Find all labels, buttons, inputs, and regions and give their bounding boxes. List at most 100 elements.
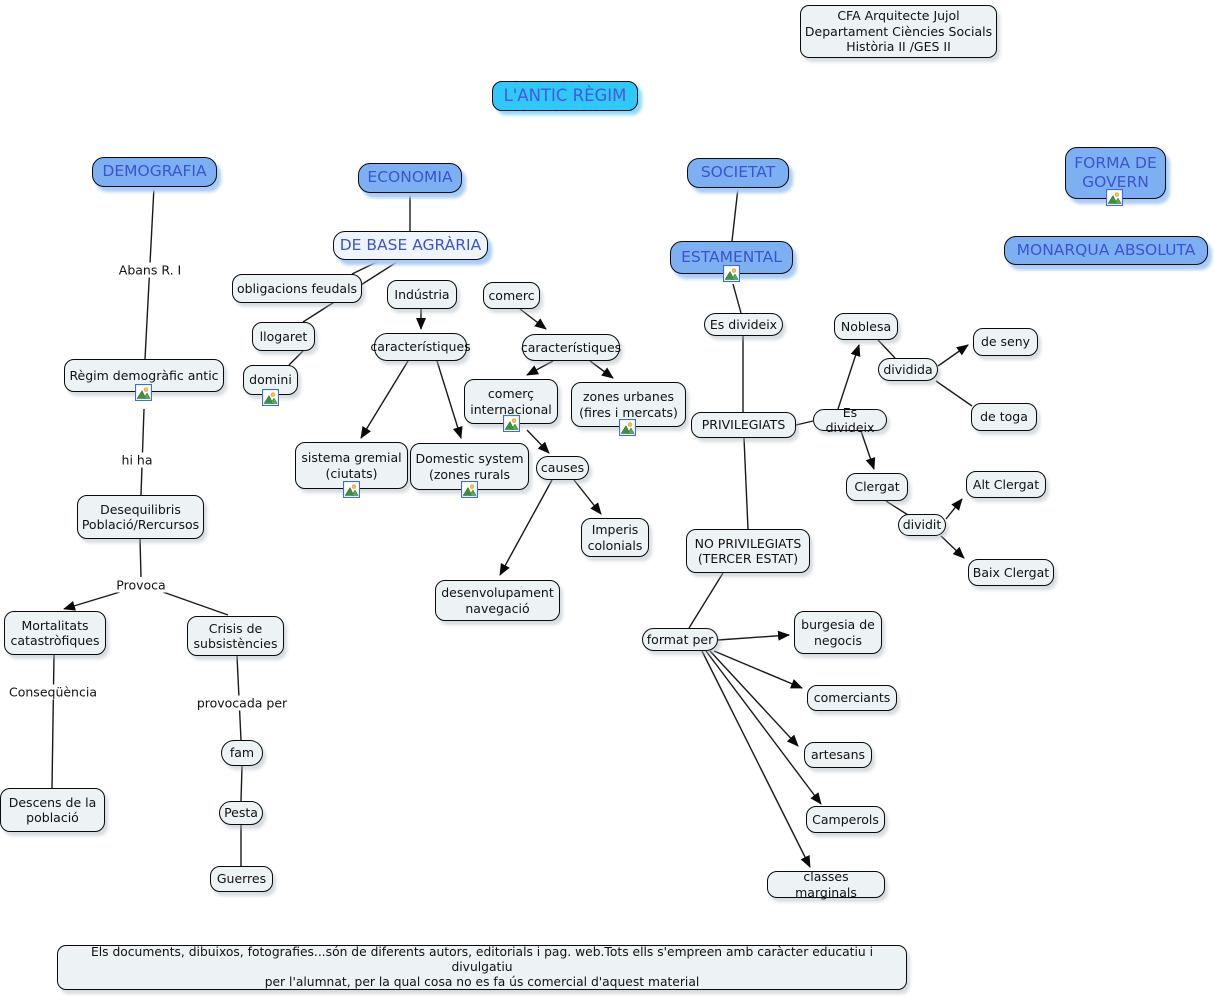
node-label: Crisis de subsistències [193,620,278,652]
image-resource-icon[interactable] [1105,188,1124,207]
node-es-divideix-estamental[interactable]: Es divideix [704,313,783,336]
edge-label-provocada-per[interactable]: provocada per [193,695,291,711]
node-burgesia-negocis[interactable]: burgesia de negocis [794,611,882,654]
node-label: Alt Clergat [972,476,1040,492]
node-label: classes marginals [795,869,857,900]
node-pesta[interactable]: Pesta [219,801,263,825]
node-societat[interactable]: SOCIETAT [687,158,789,188]
node-artesans[interactable]: artesans [804,742,872,768]
node-guerres[interactable]: Guerres [210,866,273,892]
image-resource-icon[interactable] [460,480,479,499]
node-imperis-colonials[interactable]: Imperis colonials [581,518,649,557]
node-label: format per [646,631,714,647]
node-label: de seny [980,334,1031,350]
node-camperols[interactable]: Camperols [806,806,885,833]
node-monarqua-absoluta[interactable]: MONARQUA ABSOLUTA [1004,236,1208,265]
node-dividit[interactable]: dividit [898,514,946,536]
node-de-base-agraria[interactable]: DE BASE AGRÀRIA [333,231,488,260]
node-alt-clergat[interactable]: Alt Clergat [966,471,1046,498]
node-label: Es divideix [825,404,875,436]
node-label: artesans [811,747,865,763]
node-economia[interactable]: ECONOMIA [358,163,462,193]
node-label: Indústria [394,286,450,302]
edge-label-hi-ha[interactable]: hi ha [118,452,156,468]
node-industria[interactable]: Indústria [387,280,457,309]
image-resource-icon[interactable] [618,418,637,437]
footer-disclaimer-box[interactable]: Els documents, dibuixos, fotografies...s… [57,945,907,990]
node-caracteristiques-industria[interactable]: característiques [370,333,471,361]
node-label: SOCIETAT [700,163,776,182]
node-label: característiques [370,339,471,355]
header-credits-label: CFA Arquitecte Jujol Departament Cièncie… [804,8,993,55]
node-comerciants[interactable]: comerciants [807,685,897,711]
node-classes-marginals[interactable]: classes marginals [767,869,885,900]
node-de-seny[interactable]: de seny [973,328,1038,356]
node-label: comerç internacional [470,386,552,417]
node-no-privilegiats[interactable]: NO PRIVILEGIATS (TERCER ESTAT) [686,529,810,573]
node-label: de toga [980,409,1028,425]
node-label: desenvolupament navegació [441,585,554,616]
node-es-divideix-privilegiats[interactable]: Es divideix [813,405,887,435]
node-label: Guerres [216,871,267,887]
node-label: Pesta [224,805,258,821]
node-descens-poblacio[interactable]: Descens de la població [0,788,105,832]
header-credits-box[interactable]: CFA Arquitecte Jujol Departament Cièncie… [800,5,997,58]
node-label: sistema gremial (ciutats) [301,450,402,481]
node-obligacions-feudals[interactable]: obligacions feudals [232,274,362,303]
node-domestic-system[interactable]: Domestic system (zones rurals [410,443,529,490]
node-label: causes [540,460,585,476]
node-noblesa[interactable]: Noblesa [834,313,898,340]
node-desenvolupament-navegacio[interactable]: desenvolupament navegació [435,580,560,621]
edge-label-provoca[interactable]: Provoca [113,577,169,593]
node-llogaret[interactable]: llogaret [252,322,315,351]
node-label: fam [229,745,255,761]
node-baix-clergat[interactable]: Baix Clergat [968,559,1054,586]
node-label: ECONOMIA [367,168,453,187]
image-resource-icon[interactable] [502,414,521,433]
image-resource-icon[interactable] [722,264,741,283]
node-label: burgesia de negocis [801,617,875,648]
node-label: llogaret [259,328,308,344]
node-label: PRIVILEGIATS [701,417,786,433]
node-mortalitats-catastrofiques[interactable]: Mortalitats catastròfiques [4,611,106,655]
node-de-toga[interactable]: de toga [971,403,1037,431]
node-label: Descens de la població [8,794,97,826]
node-crisis-subsistencies[interactable]: Crisis de subsistències [187,616,284,656]
edge-label-abans-r-i[interactable]: Abans R. I [115,262,185,278]
image-resource-icon[interactable] [134,383,153,402]
node-label: DE BASE AGRÀRIA [339,235,482,254]
node-caracteristiques-comerc[interactable]: característiques [521,334,621,361]
node-fam[interactable]: fam [221,740,263,766]
node-label: MONARQUA ABSOLUTA [1016,240,1196,259]
image-resource-icon[interactable] [261,388,280,407]
node-causes[interactable]: causes [536,456,589,480]
node-comerc[interactable]: comerc [483,282,540,309]
image-resource-icon[interactable] [342,480,361,499]
node-desequilibris[interactable]: Desequilibris Població/Rercursos [77,495,204,539]
node-label: Imperis colonials [587,522,643,553]
node-label: Règim demogràfic antic [69,367,219,383]
node-dividida[interactable]: dividida [878,358,938,381]
node-clergat[interactable]: Clergat [846,473,908,501]
node-label: Camperols [812,811,879,827]
node-label: Es divideix [709,316,778,332]
node-label: zones urbanes (fires i mercats) [579,389,678,420]
node-privilegiats[interactable]: PRIVILEGIATS [691,412,796,438]
node-antic-regim[interactable]: L'ANTIC RÈGIM [492,81,638,111]
node-label: Desequilibris Població/Rercursos [81,501,200,533]
node-label: L'ANTIC RÈGIM [503,85,627,105]
edge-label-consequencia[interactable]: Conseqüència [6,684,100,700]
node-label: dividida [883,361,933,377]
node-label: comerciants [813,690,891,706]
node-format-per[interactable]: format per [642,628,718,651]
node-label: comerc [488,287,535,303]
footer-disclaimer-label: Els documents, dibuixos, fotografies...s… [90,944,874,990]
node-label: dividit [902,517,942,533]
node-label: Mortalitats catastròfiques [10,617,100,649]
node-demografia[interactable]: DEMOGRAFIA [92,157,217,187]
node-label: domini [249,372,292,388]
node-label: ESTAMENTAL [681,247,782,266]
node-label: Clergat [854,479,900,495]
